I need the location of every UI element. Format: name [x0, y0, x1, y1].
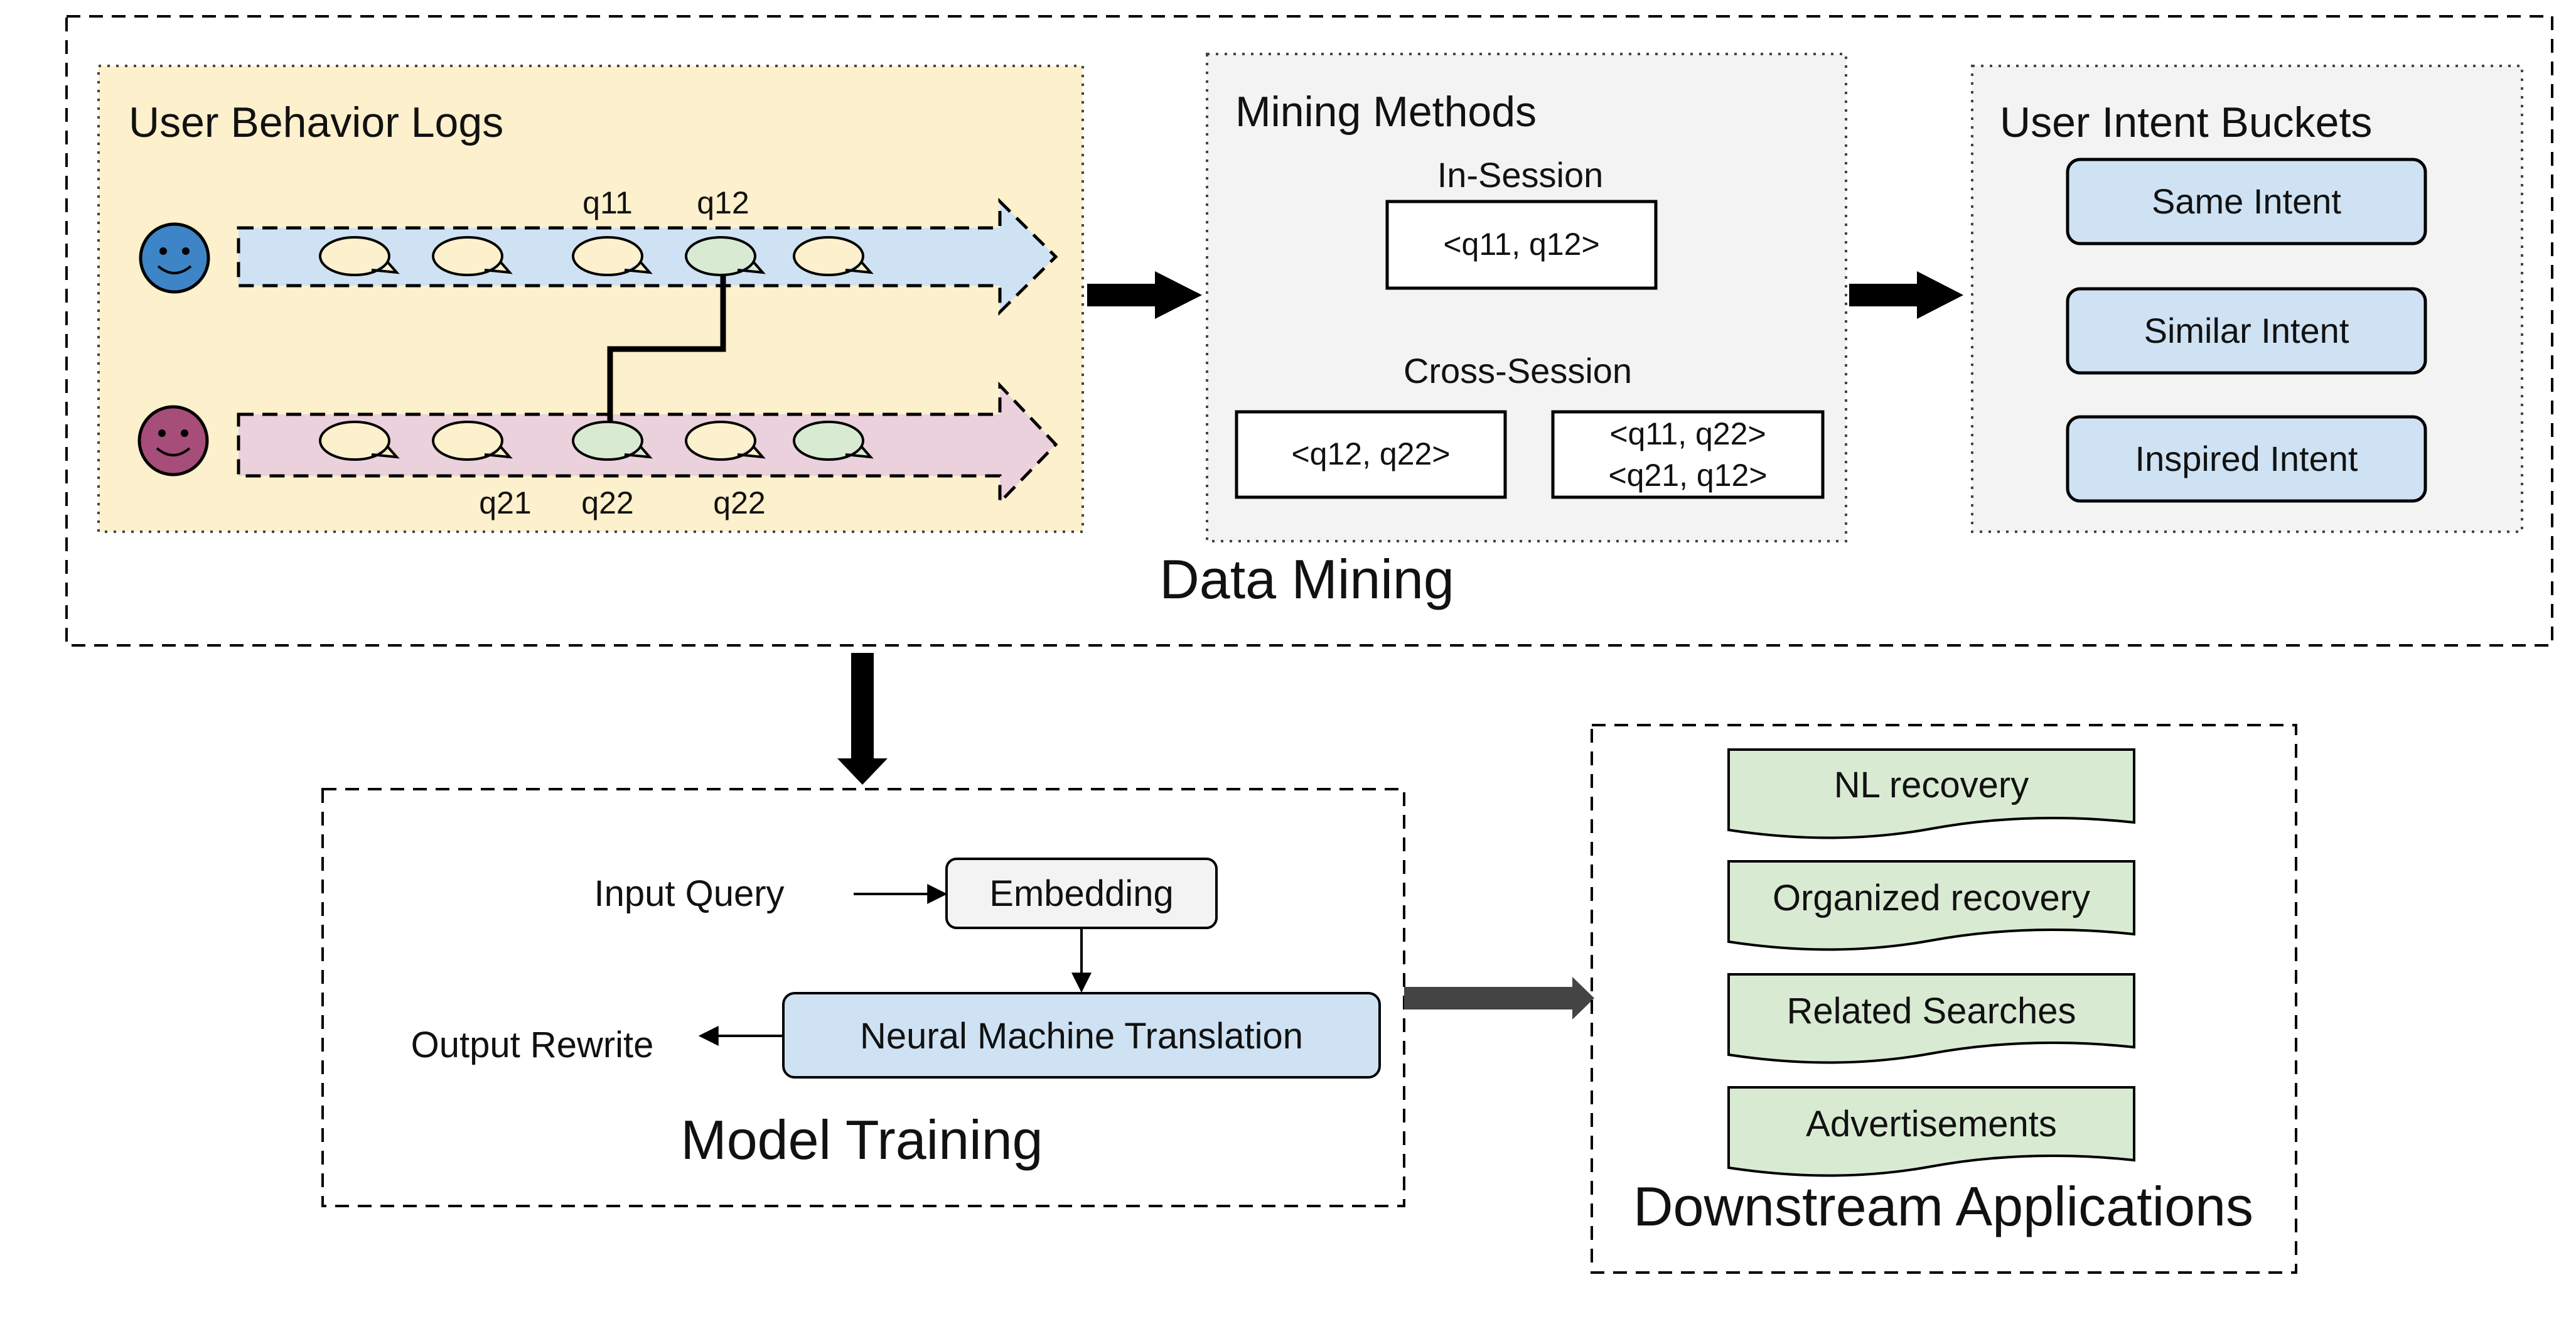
- input-query-label: Input Query: [594, 873, 784, 914]
- cross-session-pair-a-box: [1235, 410, 1507, 499]
- query-bubble-q11: [572, 236, 653, 276]
- arrow-methods-to-buckets: [1849, 271, 1963, 319]
- model-training-title: Model Training: [680, 1109, 1043, 1171]
- query-bubble: [685, 421, 766, 461]
- downstream-label-related-searches: Related Searches: [1786, 991, 2076, 1031]
- downstream-label-advertisements: Advertisements: [1806, 1104, 2057, 1144]
- mining-methods-panel: Mining Methods In-Session <q11, q12> Cro…: [1206, 53, 1847, 542]
- model-training-panel: Input Query Embedding Neural Machine Tra…: [321, 788, 1405, 1207]
- cross-session-label: Cross-Session: [1403, 351, 1632, 390]
- user2-query-bubbles: [319, 421, 874, 461]
- downstream-doc-organized-recovery: [1727, 860, 2135, 951]
- user2-avatar: [137, 405, 209, 476]
- output-rewrite-label: Output Rewrite: [411, 1025, 654, 1065]
- in-session-pair-box: [1385, 200, 1658, 290]
- intent-bucket-same-label: Same Intent: [2152, 181, 2341, 221]
- intent-bucket-inspired-label: Inspired Intent: [2135, 439, 2358, 478]
- query-label-q22-repeat: q22: [713, 485, 765, 520]
- query-label-q21: q21: [479, 485, 531, 520]
- arrow-logs-to-methods: [1087, 271, 1202, 319]
- mining-methods-title: Mining Methods: [1235, 88, 1537, 136]
- intent-buckets-title: User Intent Buckets: [2000, 99, 2372, 146]
- arrow-training-to-downstream: [1404, 977, 1594, 1020]
- intent-bucket-similar-label: Similar Intent: [2144, 311, 2349, 350]
- nmt-box: [782, 992, 1381, 1079]
- user1-session-arrow: [237, 198, 1058, 316]
- behavior-logs-panel: User Behavior Logs q11 q12: [97, 65, 1084, 533]
- query-bubble-q12: [685, 236, 766, 276]
- arrow-mining-to-training: [837, 653, 888, 785]
- downstream-panel: NL recovery Organized recovery Related S…: [1591, 724, 2297, 1274]
- downstream-doc-nl-recovery: [1727, 748, 2135, 839]
- cross-session-pair-b-line1: <q11, q22>: [1609, 416, 1766, 451]
- embedding-label: Embedding: [989, 873, 1173, 914]
- downstream-title: Downstream Applications: [1633, 1175, 2253, 1237]
- behavior-logs-title: User Behavior Logs: [129, 99, 503, 146]
- user1-query-bubbles: [319, 236, 874, 276]
- query-label-q22: q22: [581, 485, 633, 520]
- downstream-label-organized-recovery: Organized recovery: [1773, 878, 2090, 918]
- data-mining-title: Data Mining: [1159, 548, 1454, 610]
- query-bubble-q21: [432, 421, 513, 461]
- downstream-label-nl-recovery: NL recovery: [1834, 765, 2029, 805]
- query-bubble: [793, 236, 874, 276]
- intent-bucket-similar: [2066, 287, 2427, 375]
- cross-session-pair-b-line2: <q21, q12>: [1608, 458, 1767, 493]
- in-session-pair: <q11, q12>: [1443, 227, 1599, 262]
- user1-avatar: [139, 222, 210, 294]
- query-bubble-q22: [572, 421, 653, 461]
- intent-bucket-inspired: [2066, 415, 2427, 503]
- query-label-q12: q12: [697, 185, 749, 220]
- downstream-doc-related-searches: [1727, 973, 2135, 1064]
- intent-bucket-same: [2066, 158, 2427, 245]
- user2-session-arrow: [237, 381, 1058, 507]
- query-bubble: [432, 236, 513, 276]
- query-bubble: [319, 421, 400, 461]
- downstream-doc-advertisements: [1727, 1086, 2135, 1177]
- in-session-label: In-Session: [1437, 155, 1604, 195]
- query-label-q11: q11: [582, 185, 633, 220]
- nmt-label: Neural Machine Translation: [860, 1016, 1303, 1057]
- cross-session-connector: [607, 275, 726, 422]
- query-bubble-q22-repeat: [793, 421, 874, 461]
- data-mining-frame: [65, 15, 2553, 647]
- cross-session-pair-b-box: [1551, 410, 1825, 499]
- cross-session-pair-a: <q12, q22>: [1291, 436, 1450, 471]
- intent-buckets-panel: User Intent Buckets Same Intent Similar …: [1971, 65, 2523, 533]
- query-bubble: [319, 236, 400, 276]
